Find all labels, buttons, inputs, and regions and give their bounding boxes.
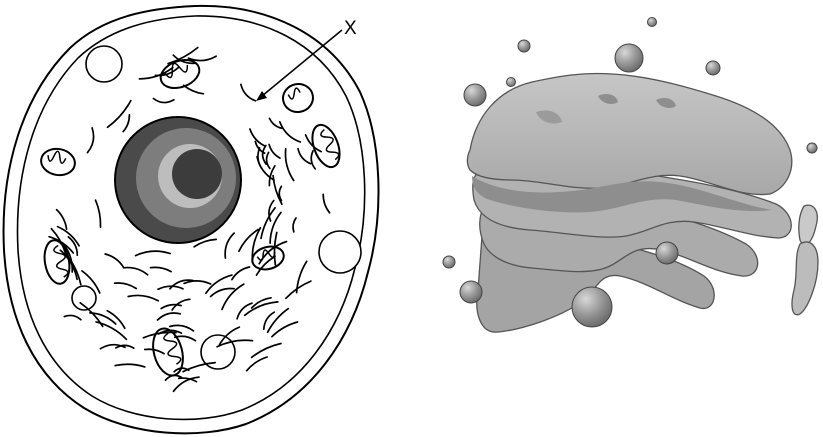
er-segment: [125, 268, 148, 275]
vesicle-icon: [807, 143, 817, 153]
er-segment: [285, 149, 293, 181]
er-segment: [264, 312, 274, 329]
vesicle-icon: [518, 40, 530, 52]
er-segment: [247, 357, 267, 371]
er-segment: [151, 267, 172, 271]
vesicle-icon: [656, 242, 678, 264]
er-segment: [136, 251, 171, 256]
er-segment: [225, 233, 234, 258]
vesicle-icon: [572, 287, 612, 327]
animal-cell: X: [4, 6, 379, 433]
er-segment: [158, 313, 181, 320]
er-segment: [323, 194, 329, 213]
mitochondrion-icon: [41, 238, 72, 285]
er-segment: [161, 305, 181, 309]
er-segment: [241, 84, 256, 100]
er-segment: [188, 56, 216, 60]
er-segment: [115, 364, 145, 367]
er-segment: [123, 115, 129, 132]
mitochondrion-icon: [250, 243, 287, 273]
er-segment: [128, 295, 158, 300]
er-segment: [272, 322, 298, 337]
er-segment: [174, 377, 200, 391]
er-segment: [153, 99, 174, 103]
vacuole-icon: [319, 231, 361, 273]
er-segment: [64, 315, 81, 319]
er-segment: [263, 146, 267, 165]
vesicle-icon: [460, 281, 482, 303]
er-segment: [257, 157, 274, 180]
mitochondrion-icon: [39, 146, 77, 178]
er-segment: [96, 200, 101, 227]
vesicle-icon: [615, 44, 643, 72]
vesicle-icon: [443, 256, 455, 268]
er-segment: [261, 208, 275, 239]
er-segment: [232, 267, 250, 280]
er-segment: [252, 344, 281, 358]
mitochondrion-icon: [281, 82, 315, 115]
er-segment: [105, 254, 124, 268]
vesicle-icon: [464, 84, 486, 106]
er-segment: [250, 129, 265, 146]
vesicle-icon: [706, 61, 720, 75]
er-segment: [280, 122, 301, 142]
vesicle-icon: [648, 18, 657, 27]
vacuole-icon: [86, 46, 122, 82]
nucleus-icon: [115, 117, 241, 243]
er-segment: [269, 145, 280, 159]
er-segment: [267, 152, 270, 168]
er-segment: [293, 218, 296, 232]
er-segment: [311, 151, 315, 169]
er-segment: [184, 85, 204, 94]
er-segment: [184, 281, 211, 284]
er-segment: [268, 309, 289, 333]
er-segment: [115, 283, 137, 288]
er-segment: [88, 128, 94, 153]
pointer-label-x: X: [344, 18, 357, 39]
golgi-apparatus-icon: [467, 73, 818, 332]
er-segment: [298, 149, 311, 164]
vesicle-icon: [507, 78, 516, 87]
